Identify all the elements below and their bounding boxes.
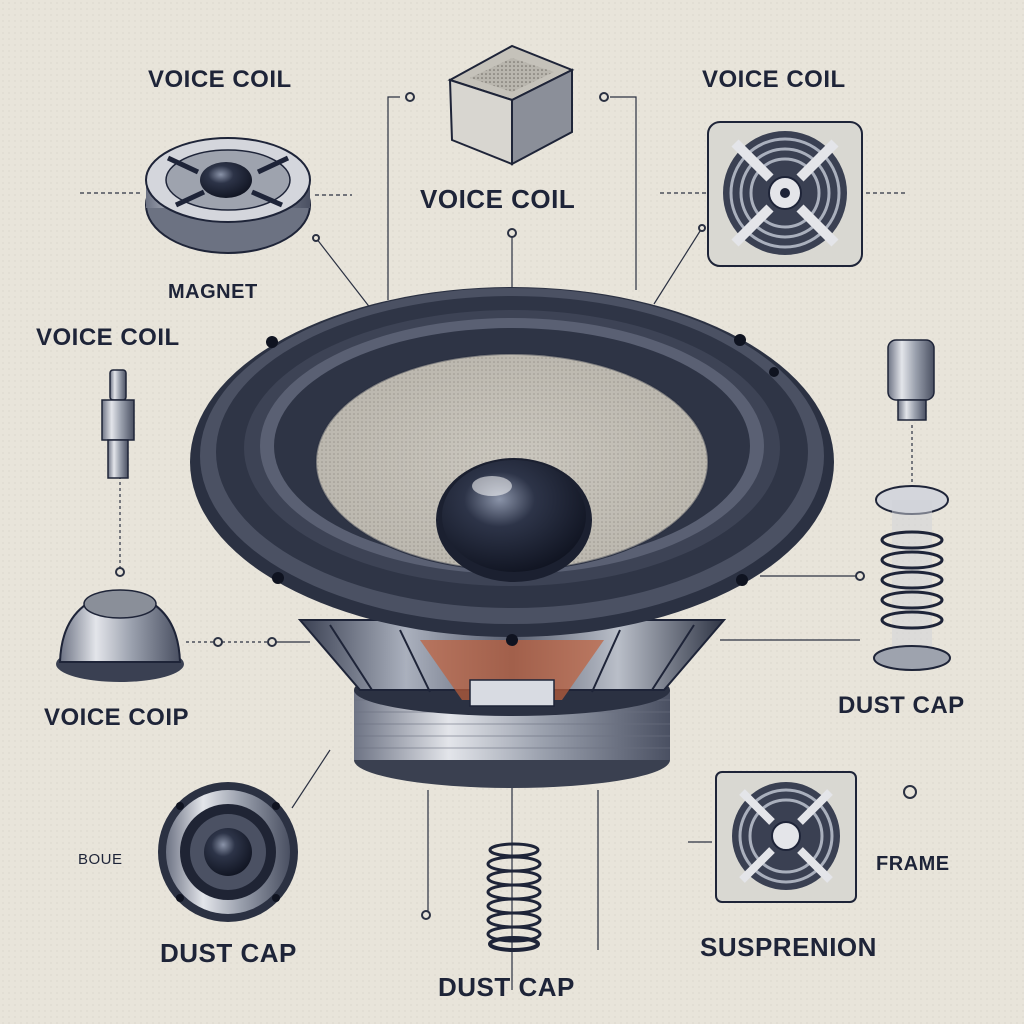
voice-coip-dome-part <box>56 589 184 682</box>
label-dust-cap-bottom-center: DUST CAP <box>438 972 575 1002</box>
label-frame: FRAME <box>876 853 950 875</box>
magnet-part <box>145 137 311 254</box>
dust-cap-coil-spring <box>486 842 542 952</box>
label-voice-coil-top-right: VOICE COIL <box>702 66 846 93</box>
dust-cap-spring-part <box>873 339 951 671</box>
label-suspension: SUSPRENION <box>700 932 877 962</box>
suspension-frame-part <box>715 771 857 903</box>
label-voice-coil-top-left: VOICE COIL <box>148 66 292 93</box>
voice-coil-cube-part <box>447 44 575 166</box>
leader-dots <box>115 92 917 920</box>
main-speaker <box>190 287 834 788</box>
label-voice-coil-top-center: VOICE COIL <box>420 184 576 214</box>
label-voice-coil-left: VOICE COIL <box>36 324 180 351</box>
voice-coil-frame-part <box>707 121 863 267</box>
label-magnet: MAGNET <box>168 281 258 303</box>
voice-coil-pin-part <box>101 369 135 479</box>
small-speaker-part <box>158 782 298 922</box>
label-voice-coip: VOICE COIP <box>44 704 190 731</box>
label-dust-cap-right: DUST CAP <box>838 692 965 719</box>
label-dust-cap-bottom-left: DUST CAP <box>160 938 297 968</box>
label-boue: BOUE <box>78 851 123 868</box>
